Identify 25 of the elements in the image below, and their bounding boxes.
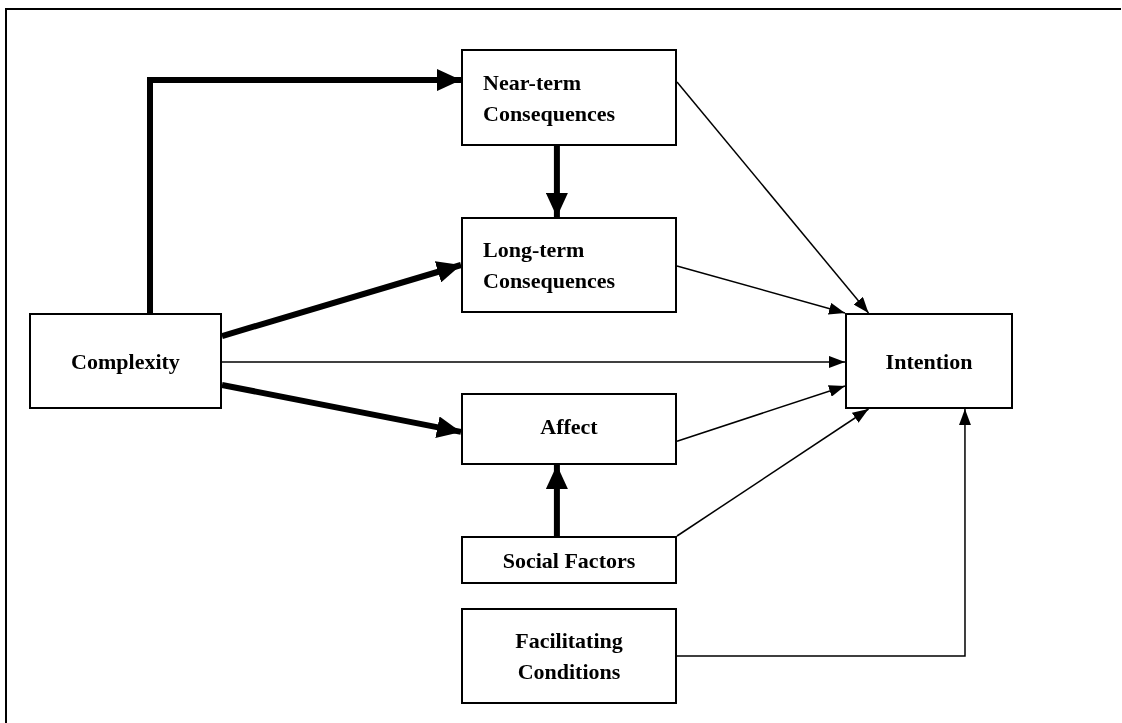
arrow xyxy=(147,69,461,313)
concept-box xyxy=(461,536,677,584)
arrow xyxy=(676,408,971,657)
concept-box xyxy=(29,313,222,409)
arrow xyxy=(545,465,568,536)
concept-label: Facilitating Conditions xyxy=(514,627,624,686)
arrow xyxy=(221,355,846,368)
arrow xyxy=(676,408,870,537)
concept-box xyxy=(461,608,677,704)
concept-label: Social Factors xyxy=(502,546,636,575)
arrow xyxy=(545,146,568,217)
concept-box xyxy=(461,393,677,465)
concept-box xyxy=(845,313,1013,409)
arrow xyxy=(676,81,870,314)
arrow xyxy=(221,261,462,339)
concept-box xyxy=(461,217,677,313)
concept-label: Affect xyxy=(540,413,598,441)
concept-label: Near-term Consequences xyxy=(483,68,616,128)
concept-label: Long-term Consequences xyxy=(483,236,616,295)
arrow xyxy=(676,385,846,442)
arrow xyxy=(221,382,462,439)
concept-box xyxy=(461,49,677,146)
concept-label: Intention xyxy=(885,347,973,376)
concept-label: Complexity xyxy=(71,347,180,376)
arrow xyxy=(676,265,846,315)
